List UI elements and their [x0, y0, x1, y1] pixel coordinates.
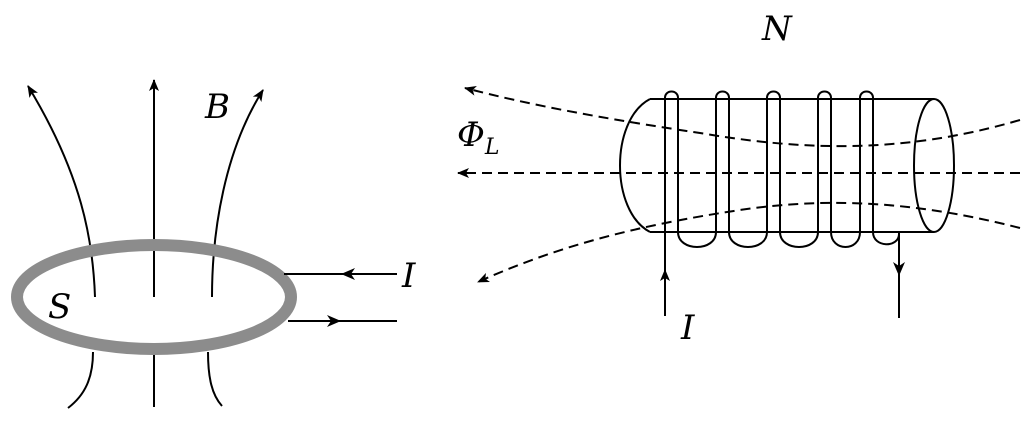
label-n: N: [761, 9, 793, 49]
field-line-right: [211, 89, 264, 298]
coil-back-turns: [664, 90, 874, 100]
label-current-coil: I: [680, 308, 695, 348]
coil-bottom-wraps: [677, 231, 900, 248]
current-loop-diagram: B S I: [11, 79, 416, 409]
label-current-loop: I: [401, 256, 416, 296]
flux-line-upper: [464, 85, 1021, 148]
field-line-left: [27, 85, 96, 298]
solenoid-diagram: N ΦL I: [457, 9, 1021, 348]
solenoid-right-end: [913, 98, 955, 233]
label-flux-subscript: L: [484, 135, 500, 160]
flux-line-lower: [477, 201, 1021, 283]
field-line-lower-left: [67, 351, 94, 409]
current-loop-ring: [11, 239, 297, 355]
label-s: S: [48, 287, 71, 327]
lead-arrow-outgoing: [327, 315, 341, 327]
lead-arrow-incoming: [341, 268, 355, 280]
label-flux: ΦL: [457, 115, 499, 160]
coil-output-arrow: [893, 262, 905, 276]
label-b: B: [204, 87, 230, 127]
solenoid-left-end-arc: [619, 98, 651, 233]
label-flux-symbol: Φ: [457, 115, 485, 155]
field-line-lower-right: [207, 351, 223, 407]
flux-lines: [457, 85, 1021, 283]
